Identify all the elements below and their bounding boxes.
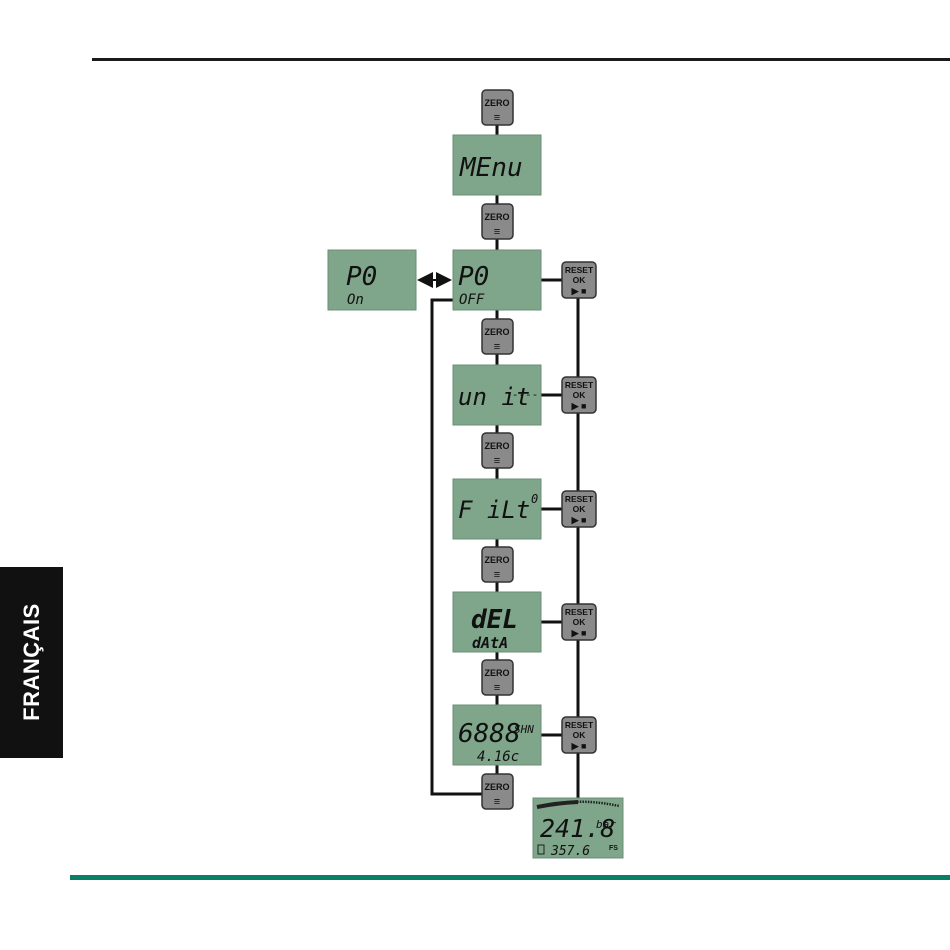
svg-text:ZERO: ZERO: [484, 327, 509, 337]
lcd-unit: un it ----: [453, 365, 541, 425]
play-stop-icon: ▶ ■: [571, 286, 587, 296]
svg-text:OK: OK: [573, 390, 587, 400]
menu-lines-icon: ≡: [494, 226, 500, 238]
svg-text:OK: OK: [573, 504, 587, 514]
menu-lines-icon: ≡: [494, 455, 500, 467]
lcd-menu-text: MEnu: [459, 153, 523, 183]
zero-button-2[interactable]: ZERO ≡: [482, 204, 513, 239]
zero-button-7[interactable]: ZERO ≡: [482, 774, 513, 809]
svg-text:OK: OK: [573, 617, 587, 627]
zero-button-3[interactable]: ZERO ≡: [482, 319, 513, 354]
svg-text:RESET: RESET: [565, 607, 594, 617]
svg-text:ZERO: ZERO: [484, 668, 509, 678]
svg-text:RESET: RESET: [565, 265, 594, 275]
language-label: FRANÇAIS: [19, 603, 45, 721]
svg-text:ZERO: ZERO: [484, 212, 509, 222]
zero-button-4[interactable]: ZERO ≡: [482, 433, 513, 468]
reset-ok-button-3[interactable]: RESET OK ▶ ■: [562, 491, 596, 527]
lcd-del-text: dEL: [471, 605, 518, 635]
menu-lines-icon: ≡: [494, 569, 500, 581]
lcd-serial: 6888 SHN 4.16c: [453, 705, 541, 765]
svg-text:ZERO: ZERO: [484, 555, 509, 565]
svg-text:ZERO: ZERO: [484, 441, 509, 451]
lcd-p0-on-state: On: [347, 292, 364, 308]
play-stop-icon: ▶ ■: [571, 401, 587, 411]
lcd-measure-sub: 357.6: [550, 844, 590, 859]
play-stop-icon: ▶ ■: [571, 515, 587, 525]
lcd-p0-off-state: OFF: [459, 292, 485, 308]
lcd-p0-on: P0 On: [328, 250, 416, 310]
lcd-measure-fs: FS: [609, 845, 618, 852]
lcd-unit-suffix: ----: [512, 388, 539, 401]
lcd-serial-value: 6888: [458, 719, 521, 749]
reset-ok-button-5[interactable]: RESET OK ▶ ■: [562, 717, 596, 753]
zero-button-6[interactable]: ZERO ≡: [482, 660, 513, 695]
lcd-filt-text: F iLt: [458, 496, 530, 524]
zero-button-5[interactable]: ZERO ≡: [482, 547, 513, 582]
lcd-filt: F iLt 0: [453, 479, 541, 539]
svg-text:ZERO: ZERO: [484, 782, 509, 792]
zero-button-1[interactable]: ZERO ≡: [482, 90, 513, 125]
menu-lines-icon: ≡: [494, 682, 500, 694]
lcd-data-text: dAtA: [472, 634, 508, 652]
reset-ok-button-1[interactable]: RESET OK ▶ ■: [562, 262, 596, 298]
lcd-del-data: dEL dAtA: [453, 592, 541, 652]
lcd-menu: MEnu: [453, 135, 541, 195]
svg-text:OK: OK: [573, 730, 587, 740]
svg-text:OK: OK: [573, 275, 587, 285]
lcd-filt-suffix: 0: [531, 492, 538, 506]
lcd-p0-off: P0 OFF: [453, 250, 541, 310]
svg-text:RESET: RESET: [565, 720, 594, 730]
reset-ok-button-4[interactable]: RESET OK ▶ ■: [562, 604, 596, 640]
reset-ok-button-2[interactable]: RESET OK ▶ ■: [562, 377, 596, 413]
lcd-measure-unit: bar: [596, 818, 616, 831]
menu-lines-icon: ≡: [494, 341, 500, 353]
lcd-p0-on-title: P0: [346, 262, 377, 292]
lcd-measurement: 241.8 bar 357.6 FS: [533, 798, 623, 859]
menu-lines-icon: ≡: [494, 796, 500, 808]
lcd-p0-off-title: P0: [458, 262, 489, 292]
svg-text:RESET: RESET: [565, 494, 594, 504]
lcd-serial-sub: 4.16c: [477, 749, 519, 765]
play-stop-icon: ▶ ■: [571, 628, 587, 638]
bottom-rule: [70, 875, 950, 880]
play-stop-icon: ▶ ■: [571, 741, 587, 751]
lcd-serial-suffix: SHN: [514, 723, 534, 736]
zero-button-label: ZERO: [484, 98, 509, 108]
menu-lines-icon: ≡: [494, 112, 500, 124]
svg-text:RESET: RESET: [565, 380, 594, 390]
